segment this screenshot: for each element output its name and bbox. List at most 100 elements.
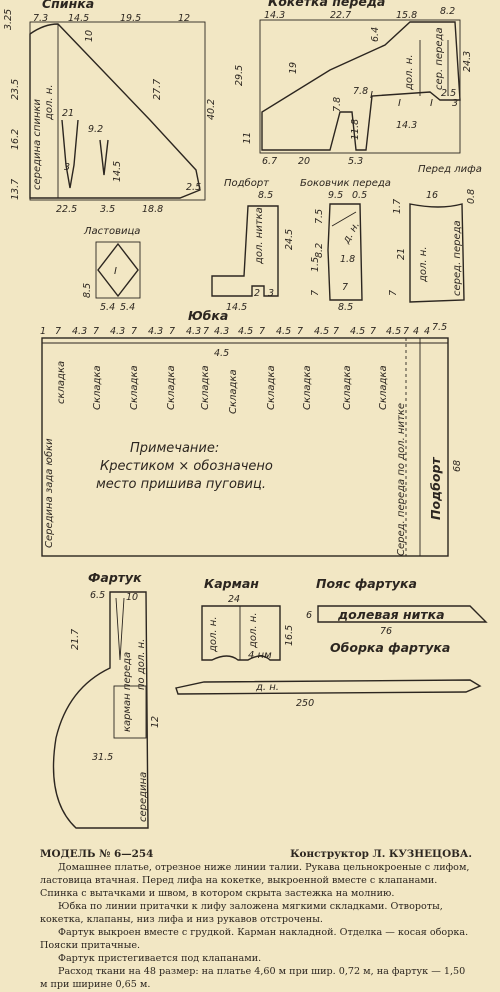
dim: 11.8 <box>350 119 361 140</box>
pocket-grain-label: дол. н. <box>248 613 259 650</box>
dim: 76 <box>380 626 392 637</box>
dim: 7.5 <box>432 322 447 333</box>
dim: 7 <box>93 326 99 337</box>
bodice-front-center-label: серед. переда <box>452 220 463 296</box>
back-piece: Спинка 7.3 14.5 19.5 12 3.25 23.5 16.2 1… <box>3 0 217 215</box>
bodice-front-grain-label: дол. н. <box>418 247 429 284</box>
dim: 4 <box>413 326 419 337</box>
dim: 21.7 <box>70 629 81 650</box>
pocket-grain-label: дол. н. <box>208 617 219 654</box>
dim: 4.3 <box>110 326 125 337</box>
apron-frill-title: Оборка фартука <box>330 640 450 655</box>
dim: 3.5 <box>100 204 115 215</box>
dim: 7 <box>259 326 265 337</box>
apron-belt-title: Пояс фартука <box>316 576 417 591</box>
notch-mark: I <box>370 90 373 101</box>
dim: 14.5 <box>68 13 89 24</box>
apron-pocket-label: карман переда <box>122 652 133 732</box>
skirt-pleats: Складка Складка Складка Складка Складка … <box>92 365 389 414</box>
dim: 14.5 <box>112 161 123 182</box>
skirt-piece: Юбка 1 7 4.3 7 4.3 7 4.3 7 4.3 7 4.3 4.5… <box>40 308 463 557</box>
dim: 1.8 <box>340 254 355 265</box>
dim: 6.7 <box>262 156 277 167</box>
pleat-label: Складка <box>266 365 277 410</box>
dim: 5.3 <box>348 156 363 167</box>
designer-name: Конструктор Л. КУЗНЕЦОВА. <box>290 848 472 860</box>
skirt-facing-label: Подборт <box>428 457 443 520</box>
dim: 7 <box>333 326 339 337</box>
dart-line <box>331 211 357 227</box>
apron-frill-label: д. н. <box>255 682 279 693</box>
dim: 7 <box>370 326 376 337</box>
dim: 14.5 <box>226 302 247 313</box>
dim: 0.5 <box>352 190 367 201</box>
facing-title: Подборт <box>224 177 270 189</box>
pleat-label: Складка <box>129 365 140 410</box>
dim: 7.8 <box>353 86 368 97</box>
back-title: Спинка <box>42 0 94 11</box>
apron-title: Фартук <box>88 570 142 585</box>
gusset-outline <box>97 242 139 298</box>
skirt-top-dims: 1 7 4.3 7 4.3 7 4.3 7 4.3 7 4.3 4.5 7 4.… <box>40 322 447 337</box>
dim: 7 <box>131 326 137 337</box>
dim: 16.5 <box>284 625 295 646</box>
back-grain-label: дол. н. <box>44 85 55 122</box>
description-header: МОДЕЛЬ № 6—254 Конструктор Л. КУЗНЕЦОВА. <box>40 848 472 861</box>
dim: 7 <box>297 326 303 337</box>
dim: 8.5 <box>82 283 93 298</box>
description-paragraph: Фартук пристегивается под клапанами. <box>58 953 262 964</box>
pleat-label: Складка <box>92 365 103 410</box>
dim: 5.4 <box>120 302 135 313</box>
dim: 7 <box>203 326 209 337</box>
dim: 18.8 <box>142 204 163 215</box>
gusset-label: I <box>114 266 117 277</box>
apron-outline <box>52 591 149 829</box>
apron-frill-piece: Оборка фартука д. н. 250 <box>175 640 482 709</box>
dim: 4.5 <box>214 348 229 359</box>
dim: 7 <box>55 326 61 337</box>
front-yoke-center-label: сер. переда <box>434 27 445 90</box>
skirt-note-title: Примечание: <box>130 441 219 456</box>
bodice-front-title: Перед лифа <box>418 164 482 175</box>
dim: 27.7 <box>152 79 163 100</box>
skirt-left-pleat-label: складка <box>56 361 67 404</box>
bodice-front-outline <box>409 203 465 303</box>
dim: 16 <box>426 190 438 201</box>
dim: 7.3 <box>33 13 48 24</box>
front-yoke-title: Кокетка переда <box>268 0 385 9</box>
dim: 4.3 <box>186 326 201 337</box>
dim: 7 <box>310 290 321 296</box>
dim: 14.3 <box>396 120 417 131</box>
apron-belt-outline <box>317 605 488 623</box>
dim: 19 <box>288 62 299 74</box>
dim: 3 <box>268 288 274 299</box>
gusset-title: Ластовица <box>83 226 140 237</box>
dim: 4.3 <box>72 326 87 337</box>
pocket-piece: Карман 24 16.5 дол. н. дол. н. 4 нм <box>201 576 295 661</box>
pleat-label: Складка <box>200 365 211 410</box>
dim: 4.5 <box>386 326 401 337</box>
dim: 12 <box>150 716 161 728</box>
apron-dart <box>115 597 125 661</box>
dim: 8.2 <box>440 6 455 17</box>
dim: 21 <box>62 108 74 119</box>
dim: 23.5 <box>10 79 21 100</box>
apron-belt-label: долевая нитка <box>337 607 445 622</box>
gusset-frame <box>95 241 141 299</box>
dim: 3.25 <box>3 9 14 30</box>
dim: 14.3 <box>264 10 285 21</box>
dim: 22.5 <box>56 204 77 215</box>
dim: 4.3 <box>148 326 163 337</box>
pattern-sheet: Спинка 7.3 14.5 19.5 12 3.25 23.5 16.2 1… <box>3 0 488 829</box>
dim: 24 <box>228 594 240 605</box>
back-outline <box>29 23 201 199</box>
dim: 8.5 <box>338 302 353 313</box>
skirt-outline <box>41 337 449 557</box>
facing-piece: Подборт 8.5 24.5 14.5 2 3 дол. нитка <box>211 177 295 313</box>
dim: 0.8 <box>466 189 477 204</box>
skirt-note-line: место пришива пуговиц. <box>96 477 266 492</box>
dim: 10 <box>84 30 95 42</box>
dim: 8.5 <box>258 190 273 201</box>
dim: 3 <box>452 98 458 109</box>
description-paragraph: Домашнее платье, отрезное ниже линии тал… <box>40 862 470 899</box>
